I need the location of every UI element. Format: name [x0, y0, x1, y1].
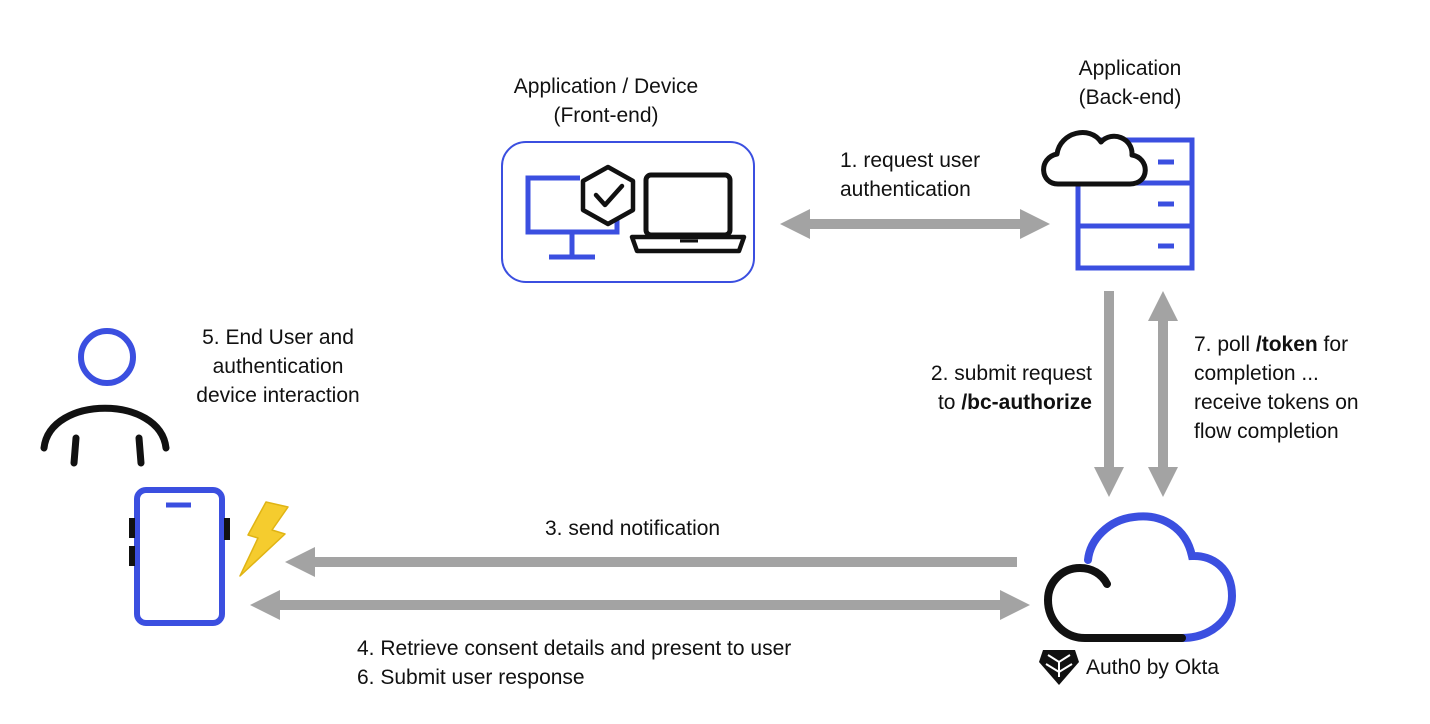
- cloud-icon: [1041, 130, 1148, 187]
- step7-line4: flow completion: [1194, 420, 1339, 443]
- lightning-icon: [239, 501, 289, 577]
- backend-title-line1: Application: [1078, 57, 1182, 80]
- backend-title: Application (Back-end): [1040, 54, 1220, 112]
- auth0-cloud-icon: [1043, 512, 1237, 642]
- step7-line1: 7. poll /token for: [1194, 330, 1359, 359]
- step1-line2: authentication: [840, 178, 971, 201]
- step5-line2: authentication: [212, 355, 344, 378]
- user-icon: [40, 328, 170, 467]
- step2-endpoint: /bc-authorize: [961, 391, 1092, 414]
- step7-line2: completion ...: [1194, 362, 1319, 385]
- step5-line1: 5. End User and: [202, 326, 354, 349]
- step2-line1: 2. submit request: [930, 362, 1092, 385]
- step3-label: 3. send notification: [545, 517, 721, 540]
- step6-line: 6. Submit user response: [357, 666, 585, 689]
- step7-line1-prefix: 7. poll: [1194, 333, 1256, 356]
- step4-line: 4. Retrieve consent details and present …: [357, 637, 792, 660]
- step4-6-label: 4. Retrieve consent details and present …: [357, 634, 791, 692]
- step7-endpoint: /token: [1255, 333, 1318, 356]
- step7-line1-suffix: for: [1317, 333, 1349, 356]
- auth0-brand-label: Auth0 by Okta: [1086, 656, 1220, 679]
- step1-label: 1. request user authentication: [840, 146, 980, 204]
- shield-check-icon: [580, 164, 636, 227]
- step7-line3: receive tokens on: [1194, 391, 1359, 414]
- step5-line3: device interaction: [196, 384, 360, 407]
- laptop-icon: [629, 172, 747, 254]
- auth0-shield-logo: [1039, 650, 1079, 685]
- frontend-title: Application / Device (Front-end): [486, 72, 726, 130]
- monitor-icon: [525, 175, 620, 260]
- backend-title-line2: (Back-end): [1078, 86, 1182, 109]
- step2-label: 2. submit request to /bc-authorize: [870, 359, 1092, 417]
- step2-line2-prefix: to: [937, 391, 962, 414]
- step5-label: 5. End User and authentication device in…: [168, 323, 388, 410]
- frontend-title-line2: (Front-end): [553, 104, 659, 127]
- step7-label: 7. poll /token for completion ... receiv…: [1194, 330, 1359, 446]
- smartphone-icon: [129, 487, 230, 626]
- step2-line2: to /bc-authorize: [870, 388, 1092, 417]
- step1-line1: 1. request user: [840, 149, 981, 172]
- frontend-title-line1: Application / Device: [513, 75, 699, 98]
